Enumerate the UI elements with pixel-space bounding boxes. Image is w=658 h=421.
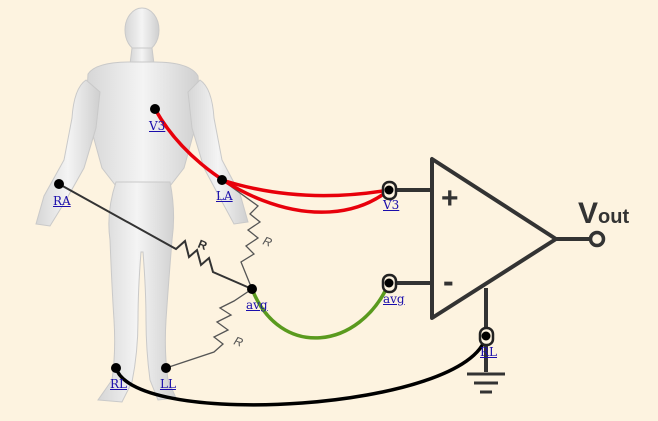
resistor-label-la: R [261,234,274,250]
avg-input-terminal[interactable] [381,273,398,294]
resistor-label-ll: R [232,334,245,350]
electrode-rl[interactable] [111,363,121,373]
plus-symbol: + [441,182,459,215]
avg-lead-wire [250,282,391,340]
label-rl[interactable]: RL [110,377,128,391]
v3-lead-wire [153,108,391,214]
label-la[interactable]: LA [216,189,233,203]
resistor-ra [58,183,253,290]
output-terminal[interactable] [588,230,606,248]
electrode-v3[interactable] [150,104,160,114]
resistor-ll [165,288,253,369]
la-lead-wire [221,178,390,198]
electrode-ll[interactable] [161,363,171,373]
rl-terminal[interactable] [478,326,495,347]
electrode-la[interactable] [217,175,227,185]
label-avg[interactable]: avg [246,298,268,312]
label-rl-terminal[interactable]: RL [480,345,498,359]
output-label-sub: out [598,206,630,228]
electrode-avg[interactable] [247,284,257,294]
ground-symbol [467,372,505,394]
label-ra[interactable]: RA [53,194,71,208]
resistor-la [221,179,262,290]
label-v3-input[interactable]: V3 [383,198,400,212]
output-label-main: V [578,197,599,230]
label-avg-input[interactable]: avg [383,292,405,306]
rl-ground-wire [114,335,488,407]
minus-symbol: - [443,263,454,299]
v3-input-terminal[interactable] [381,180,398,201]
electrode-ra[interactable] [54,179,64,189]
label-ll[interactable]: LL [160,377,176,391]
output-label: Vout [578,197,629,231]
label-v3[interactable]: V3 [149,119,166,133]
